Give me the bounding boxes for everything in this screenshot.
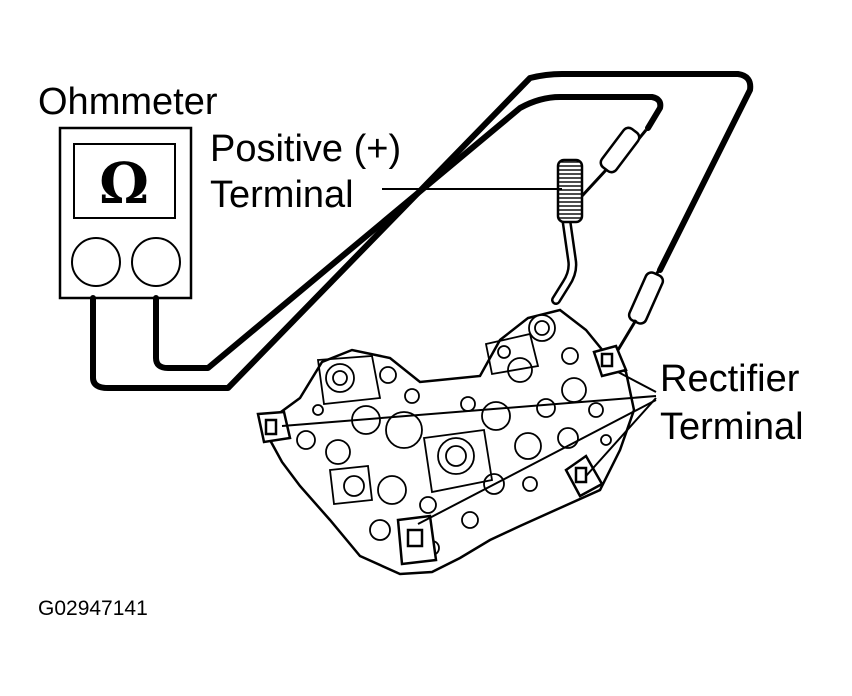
probe-second: [616, 267, 665, 351]
test-leads: [90, 71, 754, 391]
rectifier: [256, 308, 636, 576]
ohmmeter-display: [73, 143, 176, 219]
rectifier-terminal-label-line1: Rectifier: [660, 358, 800, 400]
ohmmeter: Ω: [58, 126, 193, 300]
probe-positive: [577, 126, 648, 203]
rectifier-leader-1: [617, 371, 657, 393]
positive-terminal-stud: [551, 158, 584, 305]
ohmmeter-label: Ohmmeter: [38, 81, 218, 123]
rectifier-terminal-left: [256, 410, 292, 444]
positive-terminal-label-line1: Positive (+): [210, 128, 402, 170]
ohmmeter-jack-right: [131, 237, 181, 287]
outer-lead: [90, 71, 754, 391]
rectifier-terminal-top-right: [592, 344, 628, 378]
rectifier-terminal-bottom: [396, 514, 438, 566]
positive-terminal-label-line2: Terminal: [210, 174, 354, 216]
rectifier-terminal-label-line2: Terminal: [660, 406, 804, 448]
inner-lead: [153, 94, 664, 371]
ohm-symbol: Ω: [99, 151, 149, 217]
knurled-terminal: [556, 158, 584, 224]
rectifier-leader-4: [417, 399, 657, 525]
rectifier-leader-2: [281, 395, 657, 427]
figure-code: G02947141: [38, 597, 148, 620]
rectifier-leader-3: [585, 397, 657, 477]
leader-lines: [281, 188, 657, 525]
rectifier-terminal-right: [564, 454, 604, 498]
ohmmeter-jack-left: [71, 237, 121, 287]
